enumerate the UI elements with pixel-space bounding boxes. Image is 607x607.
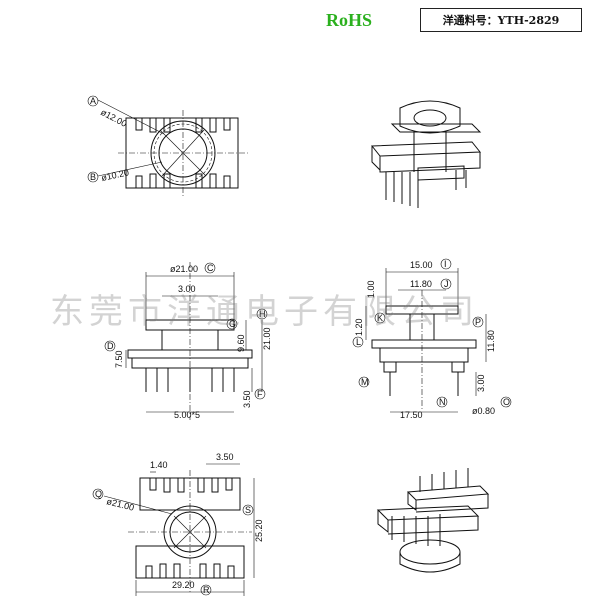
dim-k100: 1.00 bbox=[366, 280, 376, 298]
top-view bbox=[97, 99, 248, 196]
svg-text:B: B bbox=[90, 172, 96, 182]
balloon-K: K bbox=[374, 312, 386, 324]
balloon-C: C bbox=[204, 262, 216, 274]
dim-L: 1.20 bbox=[354, 318, 364, 336]
dim-Q: ø21.00 bbox=[106, 496, 136, 512]
balloon-I: I bbox=[440, 258, 452, 270]
isometric-view-bottom bbox=[376, 468, 490, 573]
dim-R: 29.20 bbox=[172, 580, 195, 590]
dim-A: ø12.00 bbox=[99, 107, 128, 129]
svg-text:L: L bbox=[356, 337, 361, 347]
bottom-view bbox=[103, 463, 255, 596]
balloon-Q: Q bbox=[92, 488, 104, 500]
svg-text:K: K bbox=[377, 313, 383, 323]
dim-H: 21.00 bbox=[262, 327, 272, 350]
dim-N: 17.50 bbox=[400, 410, 423, 420]
svg-text:A: A bbox=[90, 96, 96, 106]
svg-text:H: H bbox=[259, 309, 266, 319]
dim-B: ø10.20 bbox=[100, 167, 129, 183]
balloon-J: J bbox=[440, 278, 452, 290]
balloon-D: D bbox=[104, 340, 116, 352]
svg-text:D: D bbox=[107, 341, 114, 351]
balloon-H: H bbox=[256, 308, 268, 320]
dim-w140: 1.40 bbox=[150, 460, 168, 470]
svg-text:M: M bbox=[361, 377, 369, 387]
balloon-R: R bbox=[200, 584, 212, 596]
dim-J: 11.80 bbox=[410, 279, 432, 289]
svg-text:S: S bbox=[245, 505, 251, 515]
svg-text:P: P bbox=[475, 317, 481, 327]
dim-D: 7.50 bbox=[114, 350, 124, 368]
dim-E: 5.00*5 bbox=[174, 410, 200, 420]
svg-text:N: N bbox=[439, 397, 446, 407]
side-view bbox=[365, 268, 487, 413]
front-view bbox=[125, 262, 263, 420]
svg-text:F: F bbox=[257, 389, 263, 399]
svg-text:Q: Q bbox=[95, 489, 102, 499]
svg-text:G: G bbox=[229, 319, 236, 329]
isometric-view-top bbox=[370, 100, 482, 208]
part-number-box: 洋通料号：YTH-2829 bbox=[420, 8, 582, 32]
dim-C: ø21.00 bbox=[170, 264, 198, 274]
balloon-G: G bbox=[226, 318, 238, 330]
balloon-F: F bbox=[254, 388, 266, 400]
balloon-M: M bbox=[358, 376, 370, 388]
balloon-L: L bbox=[352, 336, 364, 348]
balloon-O: O bbox=[500, 396, 512, 408]
dim-S: 25.20 bbox=[254, 519, 264, 542]
balloon-A: A bbox=[87, 95, 99, 107]
svg-text:R: R bbox=[203, 585, 210, 595]
balloon-P: P bbox=[472, 316, 484, 328]
dim-P: 11.80 bbox=[486, 330, 496, 352]
svg-text:C: C bbox=[207, 263, 214, 273]
svg-text:I: I bbox=[444, 259, 447, 269]
dim-O: ø0.80 bbox=[472, 406, 495, 416]
balloon-B: B bbox=[87, 171, 99, 183]
rohs-label: RoHS bbox=[326, 10, 373, 30]
dim-h300: 3.00 bbox=[476, 374, 486, 392]
dim-w3: 3.00 bbox=[178, 284, 196, 294]
dim-F: 3.50 bbox=[242, 390, 252, 408]
svg-text:J: J bbox=[444, 279, 449, 289]
dim-w350: 3.50 bbox=[216, 452, 234, 462]
balloon-N: N bbox=[436, 396, 448, 408]
dim-G: 9.60 bbox=[236, 334, 246, 352]
svg-text:O: O bbox=[503, 397, 510, 407]
balloon-S: S bbox=[242, 504, 254, 516]
dim-I: 15.00 bbox=[410, 260, 433, 270]
